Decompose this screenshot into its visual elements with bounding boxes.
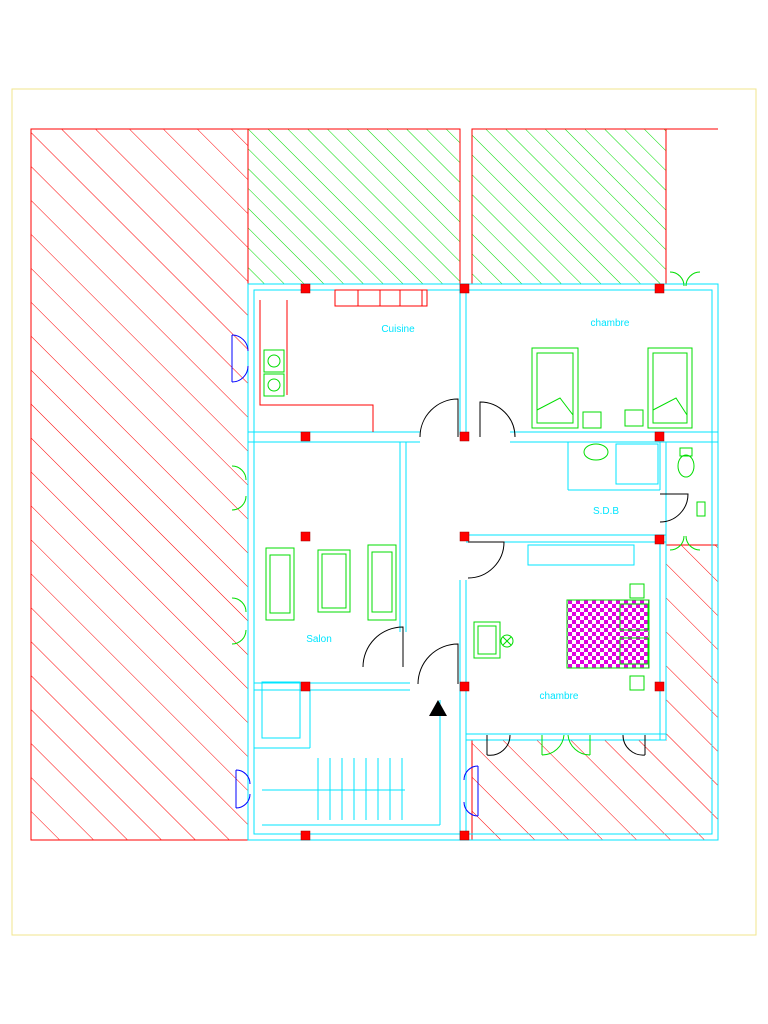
bathroom-fixtures (583, 443, 706, 517)
interior-doors (362, 398, 689, 756)
room-label-chambre-2: chambre (540, 691, 579, 702)
salon-furniture (265, 544, 397, 621)
chambre2-furniture (473, 544, 650, 691)
walls (247, 283, 719, 841)
kitchen-sink (263, 349, 285, 397)
right-hatch-zone (471, 544, 719, 841)
room-label-sdb: S.D.B (593, 506, 619, 517)
left-hatch-zone (30, 128, 249, 841)
drawing-frame (11, 88, 757, 936)
staircase (317, 758, 403, 820)
windows (231, 271, 701, 817)
top-green-hatch-right (471, 128, 667, 285)
room-label-salon: Salon (306, 634, 332, 645)
room-label-chambre-1: chambre (591, 318, 630, 329)
room-label-cuisine: Cuisine (381, 324, 415, 335)
double-bed (566, 599, 650, 669)
exterior-hatch-zones (30, 128, 719, 841)
chambre1-beds (531, 347, 693, 429)
entrance-arrow-icon (429, 700, 447, 716)
structural-columns (300, 283, 665, 841)
kitchen-counter (259, 289, 428, 432)
top-green-hatch-left (247, 128, 461, 285)
